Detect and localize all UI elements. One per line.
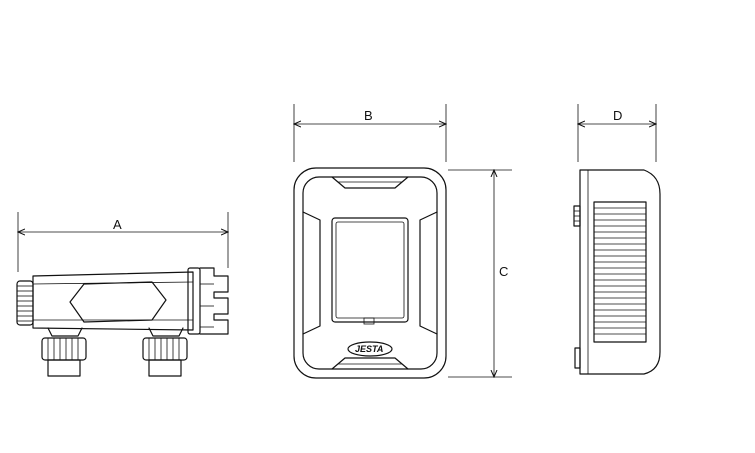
dimension-label-a: A xyxy=(113,217,122,232)
dimension-label-b: B xyxy=(364,108,373,123)
profile-view-unit xyxy=(573,169,661,375)
dimension-d: D xyxy=(578,104,656,162)
dimension-b: B xyxy=(294,104,446,162)
dimension-label-c: C xyxy=(499,264,508,279)
dimension-a: A xyxy=(18,212,228,272)
brand-logo-badge xyxy=(347,341,393,357)
side-view-unit xyxy=(16,267,229,377)
dimension-label-d: D xyxy=(613,108,622,123)
front-view-unit: JESTA xyxy=(293,167,447,379)
dimension-c: C xyxy=(448,170,512,377)
brand-logo-text: JESTA xyxy=(355,344,383,354)
